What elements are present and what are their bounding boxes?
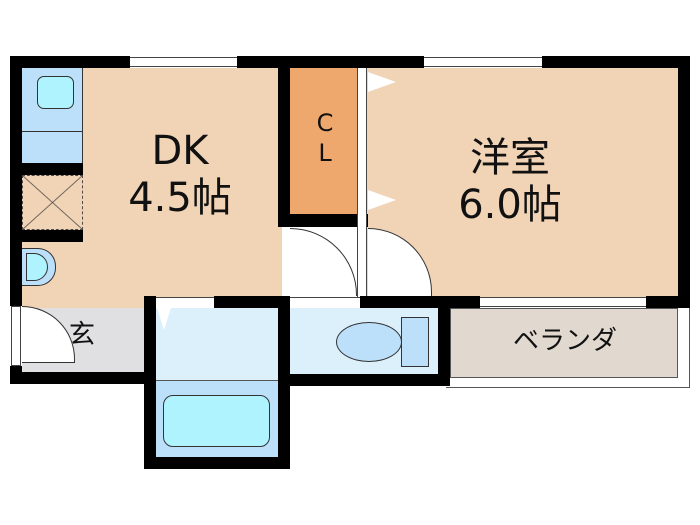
washroom-door-marker-icon	[157, 308, 171, 330]
window-dk	[130, 57, 237, 67]
toilet-wall-bottom	[278, 374, 450, 386]
washer-inner	[26, 253, 48, 281]
dk-floor-edge	[22, 300, 144, 308]
veranda-label: ベランダ	[512, 326, 617, 356]
outer-wall-top-left	[10, 56, 130, 68]
wall	[22, 163, 83, 175]
door-closet-dk[interactable]	[290, 228, 357, 296]
closet-floor	[290, 68, 357, 215]
sink-divider	[22, 131, 83, 132]
entrance-door-frame	[11, 306, 21, 366]
closet-partition	[357, 68, 367, 300]
closet-door-marker-icon	[368, 190, 396, 210]
outer-wall-left	[10, 56, 22, 306]
toilet-wall-right	[438, 296, 450, 386]
wall	[22, 230, 83, 242]
dk-size: 4.5帖	[128, 175, 232, 221]
toilet-door-opening	[290, 297, 360, 307]
wall-veranda-right	[646, 296, 690, 308]
storage-cross-icon	[22, 175, 83, 230]
wall-dk-bottom	[144, 296, 156, 469]
window-western	[424, 57, 542, 67]
washroom-floor	[155, 308, 278, 380]
entrance-label: 玄	[68, 320, 95, 350]
bathtub-icon	[163, 395, 270, 447]
bath-wall-bottom	[144, 457, 290, 469]
washroom-wall-top	[214, 296, 290, 308]
closet-wall-bottom	[278, 214, 368, 227]
outer-wall-right	[678, 56, 690, 308]
closet-door-marker-icon	[368, 72, 396, 92]
toilet-bowl-icon	[336, 322, 402, 362]
window-veranda	[480, 297, 646, 307]
toilet-tank-icon	[401, 317, 429, 367]
western-room-size: 6.0帖	[458, 182, 562, 228]
closet-label-c: C	[316, 109, 334, 137]
bath-divider	[155, 380, 278, 381]
outer-wall-top-right	[542, 56, 690, 68]
washroom-door-opening	[156, 297, 214, 307]
closet-label-l: L	[318, 139, 332, 167]
outer-wall-top-mid	[237, 56, 424, 68]
sink-icon	[37, 76, 74, 109]
closet-wall-left	[278, 68, 290, 227]
toilet-wall-top	[360, 296, 480, 308]
entrance-wall-bottom	[10, 372, 155, 384]
dk-label: DK	[151, 128, 209, 174]
veranda-floor	[450, 308, 678, 378]
western-room-label: 洋室	[470, 135, 550, 181]
